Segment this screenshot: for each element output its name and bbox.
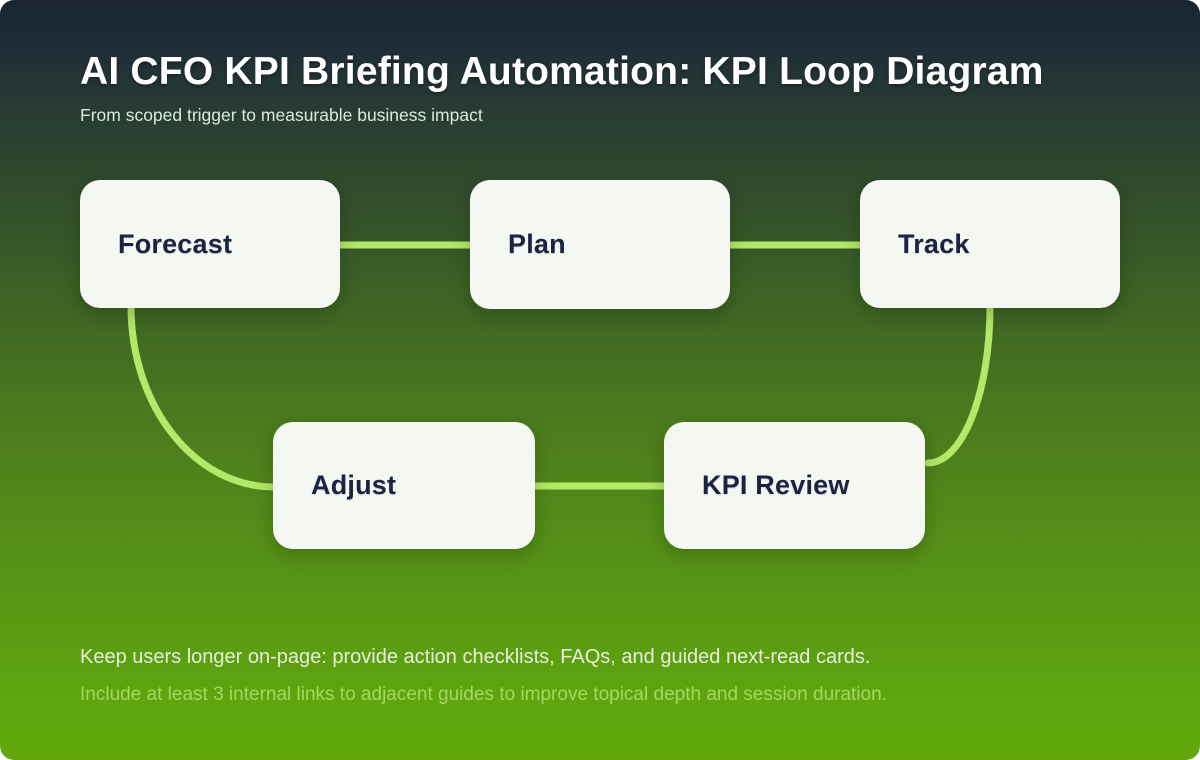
connector-track-kpi-review [924,303,994,467]
node-track: Track [860,180,1120,308]
node-forecast: Forecast [80,180,340,308]
connector-adjust-forecast [127,302,278,491]
node-plan-label: Plan [508,229,566,259]
node-kpi-review-label: KPI Review [702,470,850,500]
node-plan: Plan [470,180,730,309]
page-subtitle: From scoped trigger to measurable busine… [80,105,483,125]
node-adjust-label: Adjust [311,470,397,500]
node-adjust: Adjust [273,422,535,549]
footer-note-primary: Keep users longer on-page: provide actio… [80,646,871,668]
node-forecast-label: Forecast [118,228,233,259]
node-kpi-review: KPI Review [664,422,925,549]
footer-note-secondary: Include at least 3 internal links to adj… [80,684,887,705]
node-track-label: Track [898,228,970,259]
page-title: AI CFO KPI Briefing Automation: KPI Loop… [80,50,1044,93]
